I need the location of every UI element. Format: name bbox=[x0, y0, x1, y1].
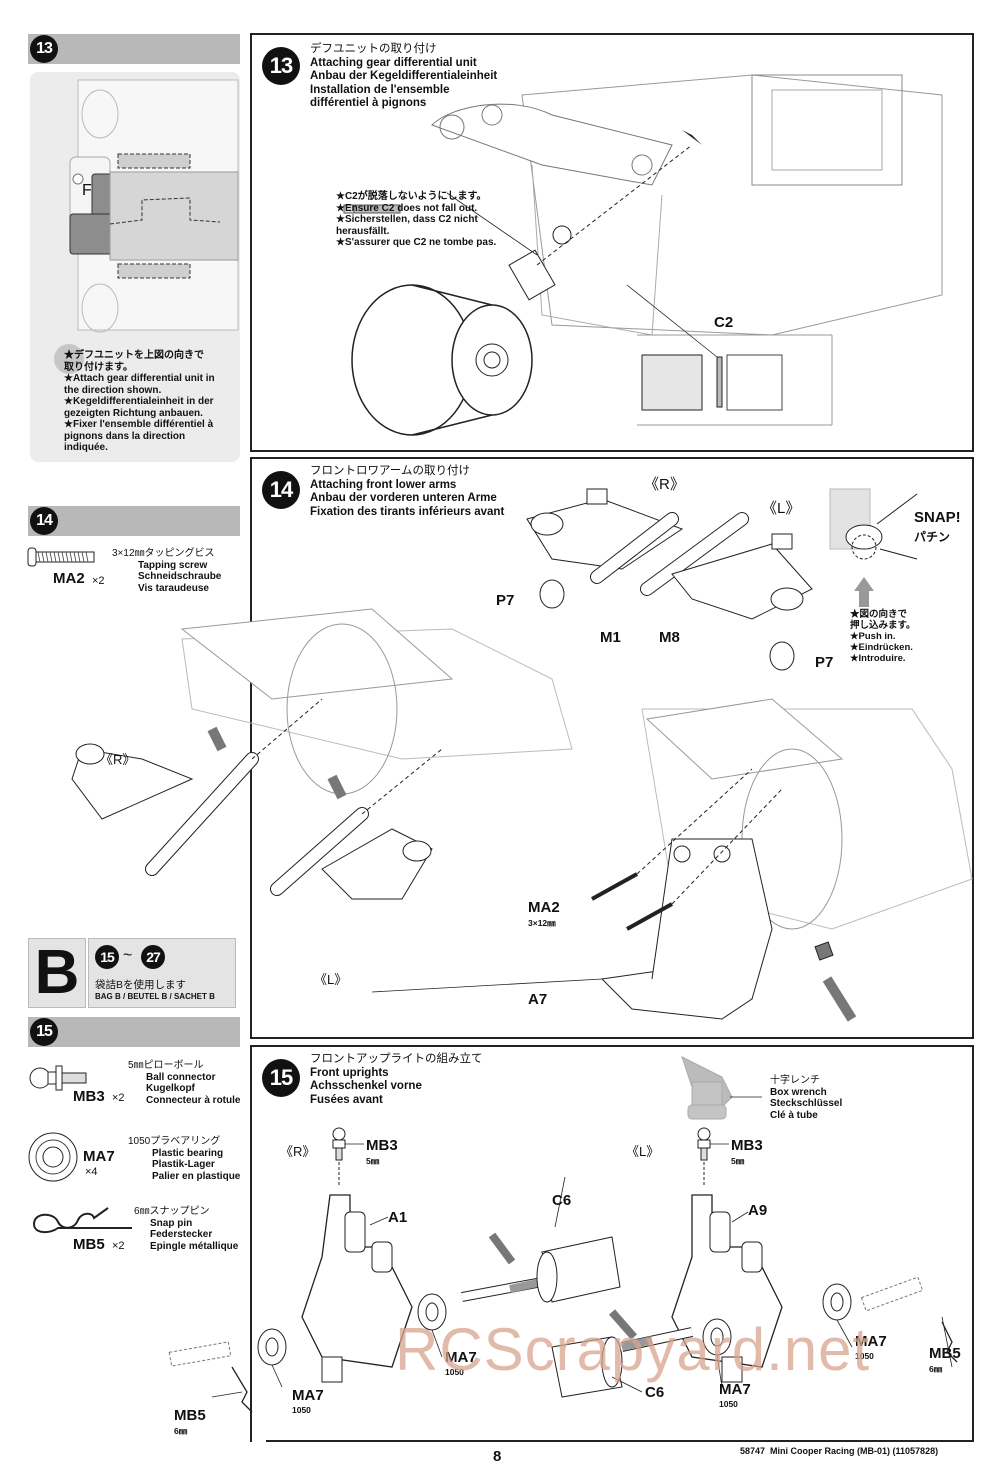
label-r-mid: 《R》 bbox=[100, 752, 136, 767]
sidebar-step15-badge: 15 bbox=[30, 1018, 58, 1046]
label-mb3-right-size: 5㎜ bbox=[731, 1156, 745, 1166]
label-ma7-4: MA7 bbox=[855, 1333, 887, 1350]
step15-badge: 15 bbox=[262, 1059, 300, 1097]
bag-letter: B bbox=[34, 938, 80, 1007]
tapping-screw-icon bbox=[27, 547, 95, 567]
part-desc: 1050プラベアリング Plastic bearing Plastik-Lage… bbox=[128, 1136, 241, 1182]
step14-badge: 14 bbox=[262, 471, 300, 509]
snap-note: ★図の向きで 押し込みます。 ★Push in. ★Eindrücken. ★I… bbox=[850, 609, 916, 664]
plastic-bearing-icon bbox=[28, 1132, 78, 1182]
label-a9: A9 bbox=[748, 1202, 768, 1219]
label-m1: M1 bbox=[600, 629, 621, 646]
bag-jp: 袋詰Bを使用します bbox=[95, 979, 187, 991]
step13-frame: 13 デフユニットの取り付け Attaching gear differenti… bbox=[250, 33, 974, 452]
tool-box-wrench: 十字レンチ Box wrench Steckschlüssel Clé à tu… bbox=[770, 1075, 843, 1121]
label-m8: M8 bbox=[659, 629, 680, 646]
sidebar-step14-badge: 14 bbox=[30, 507, 58, 535]
step14-illustration bbox=[71, 488, 973, 1022]
step14-title: フロントロワアームの取り付け Attaching front lower arm… bbox=[310, 465, 505, 518]
label-ma7-2-size: 1050 bbox=[445, 1367, 464, 1377]
step13-note: ★C2が脱落しないようにします。 ★Ensure C2 does not fal… bbox=[336, 191, 497, 248]
label-ma2: MA2 bbox=[528, 899, 560, 916]
step15-illustration bbox=[168, 1056, 958, 1413]
label-ma2-size: 3×12㎜ bbox=[528, 918, 556, 928]
label-r-top: 《R》 bbox=[644, 476, 685, 493]
label-ma7-1: MA7 bbox=[292, 1387, 324, 1404]
sidebar-step13-inset: F ★デフユニットを上図の向きで 取り付けます。 ★Attach gear di… bbox=[30, 72, 240, 462]
part-code: MA7 bbox=[83, 1148, 115, 1165]
label-mb5-left: MB5 bbox=[174, 1407, 206, 1424]
label-l-mid: 《L》 bbox=[314, 972, 348, 987]
label-a1: A1 bbox=[388, 1209, 408, 1226]
sidebar-step14-header bbox=[28, 506, 240, 536]
label-mb5-right-size: 6㎜ bbox=[929, 1364, 943, 1374]
ball-connector-icon bbox=[29, 1065, 87, 1091]
decorative-sunburst bbox=[54, 344, 84, 374]
watermark: RCScrapyard.net bbox=[395, 1316, 871, 1383]
label-ma7-3-size: 1050 bbox=[719, 1399, 738, 1409]
page-number: 8 bbox=[493, 1448, 502, 1465]
sidebar-step15-header bbox=[28, 1017, 240, 1047]
label-p7-right: P7 bbox=[815, 654, 834, 671]
label-c2: C2 bbox=[714, 314, 734, 331]
part-qty: ×2 bbox=[112, 1240, 125, 1252]
label-mb5-left-size: 6㎜ bbox=[174, 1426, 188, 1436]
bottom-rule bbox=[266, 1440, 972, 1442]
step13-badge: 13 bbox=[262, 47, 300, 85]
label-ma7-4-size: 1050 bbox=[855, 1351, 874, 1361]
bag-label: BAG B / BEUTEL B / SACHET B bbox=[95, 992, 215, 1001]
part-desc: 3×12㎜タッピングビス Tapping screw Schneidschrau… bbox=[112, 548, 222, 594]
snap-label: SNAP! bbox=[914, 509, 961, 526]
bag-letter-box: B bbox=[28, 938, 86, 1008]
sidebar-step13-header bbox=[28, 34, 240, 64]
step13-title: デフユニットの取り付け Attaching gear differential … bbox=[310, 43, 498, 109]
bag-range-from-badge: 15 bbox=[95, 945, 119, 969]
step14-frame: 14 フロントロワアームの取り付け Attaching front lower … bbox=[71, 457, 974, 1039]
bag-range-sep: ~ bbox=[123, 947, 133, 964]
label-mb5-right: MB5 bbox=[929, 1345, 961, 1362]
label-a7: A7 bbox=[528, 991, 548, 1008]
sidebar-step13-badge: 13 bbox=[30, 35, 58, 63]
step15-title: フロントアップライトの組み立て Front uprights Achsschen… bbox=[310, 1053, 483, 1106]
label-l: 《L》 bbox=[626, 1144, 660, 1159]
label-mb3-left: MB3 bbox=[366, 1137, 398, 1154]
label-l-top: 《L》 bbox=[762, 500, 801, 517]
snap-pin-icon bbox=[33, 1207, 132, 1234]
part-code: MA2 bbox=[53, 570, 85, 587]
bag-info-box: 15 ~ 27 袋詰Bを使用します BAG B / BEUTEL B / SAC… bbox=[88, 938, 236, 1008]
label-mb3-right: MB3 bbox=[731, 1137, 763, 1154]
step13-illustration bbox=[343, 74, 943, 436]
bag-range-to-badge: 27 bbox=[141, 945, 165, 969]
part-desc: 5㎜ピローボール Ball connector Kugelkopf Connec… bbox=[128, 1060, 241, 1106]
footer-title: 58747 Mini Cooper Racing (MB-01) (110578… bbox=[740, 1446, 939, 1456]
sidebar-step13-note: ★デフユニットを上図の向きで 取り付けます。 ★Attach gear diff… bbox=[64, 350, 215, 453]
part-qty: ×2 bbox=[92, 575, 105, 587]
part-desc: 6㎜スナップピン Snap pin Federstecker Epingle m… bbox=[134, 1206, 239, 1252]
label-p7-left: P7 bbox=[496, 592, 515, 609]
part-qty: ×2 bbox=[112, 1092, 125, 1104]
part-qty: ×4 bbox=[85, 1166, 98, 1178]
diff-orientation-diagram bbox=[69, 79, 239, 333]
snap-jp: パチン bbox=[914, 530, 951, 544]
marker-f: F bbox=[82, 182, 92, 199]
label-r: 《R》 bbox=[280, 1144, 316, 1159]
label-c6-upper: C6 bbox=[552, 1192, 572, 1209]
label-mb3-left-size: 5㎜ bbox=[366, 1156, 380, 1166]
part-code: MB3 bbox=[73, 1088, 105, 1105]
label-c6-lower: C6 bbox=[645, 1384, 665, 1401]
label-ma7-3: MA7 bbox=[719, 1381, 751, 1398]
label-ma7-1-size: 1050 bbox=[292, 1405, 311, 1415]
step15-frame: 15 フロントアップライトの組み立て Front uprights Achssc… bbox=[168, 1045, 974, 1442]
part-code: MB5 bbox=[73, 1236, 105, 1253]
label-ma7-2: MA7 bbox=[445, 1349, 477, 1366]
